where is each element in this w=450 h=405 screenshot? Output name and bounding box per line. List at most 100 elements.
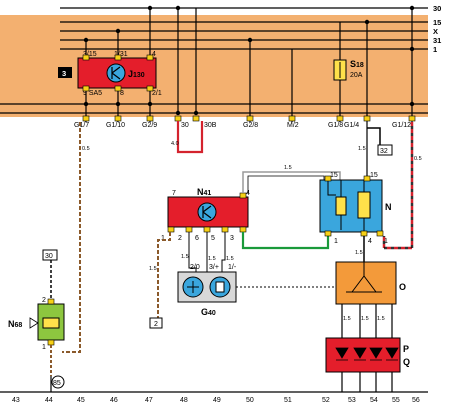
n68-pin-bottom: 1: [42, 344, 46, 351]
j130-pin-bottom-1: 9 SA5: [83, 90, 102, 97]
n41-pin-top-left: 7: [172, 190, 176, 197]
bottom-num-51: 51: [284, 397, 292, 404]
wire-gray-n41-4b: [247, 175, 325, 193]
bus-label-x: X: [433, 27, 438, 36]
bus-lines: [0, 7, 428, 114]
n-relay-inner-wires: [327, 180, 365, 232]
n41-pins-bottom: 1 2 6 5 3: [161, 235, 234, 242]
bottom-num-53: 53: [348, 397, 356, 404]
wire-brown-g1-7: [62, 122, 81, 353]
marker-85-circle: [51, 375, 65, 389]
bottom-num-54: 54: [370, 397, 378, 404]
s18-name: S18: [350, 59, 364, 69]
n41-pin-top-right: 4: [246, 190, 250, 197]
bottom-num-56: 56: [412, 397, 420, 404]
bus-label-1: 1: [433, 45, 437, 54]
bottom-num-49: 49: [213, 397, 221, 404]
marker-30-box: [42, 249, 58, 261]
marker-30: 30: [45, 253, 53, 260]
panel-verticals: [85, 8, 413, 122]
g40-pin-2: 3/+: [209, 264, 219, 271]
n-relay-pin-top-2: 15: [370, 172, 378, 179]
j130-transistor-icon: [106, 63, 126, 83]
j130-pin-top-3: 4: [152, 51, 156, 58]
wires-o-pq: [341, 304, 393, 338]
n41-pin-5: 5: [211, 235, 215, 242]
bus-label-31: 31: [433, 36, 441, 45]
panel-index-box: [58, 67, 72, 78]
marker-2-box: [149, 317, 163, 329]
connector-30b: 30B: [204, 122, 217, 129]
n41-pin-6: 6: [195, 235, 199, 242]
bottom-num-52: 52: [322, 397, 330, 404]
connector-g1-12: G1/12: [392, 122, 411, 129]
bottom-num-48: 48: [180, 397, 188, 404]
n68-name: N68: [8, 319, 22, 329]
wire-brown-n41-1: [157, 232, 171, 318]
wire-red-black-g1-12-b: [382, 122, 414, 250]
wire-label-w11: 1.5: [361, 316, 369, 322]
marker-2: 2: [154, 321, 158, 328]
wire-label-w9: 1.5: [355, 250, 363, 256]
marker-85: 85: [53, 380, 61, 387]
wire-red-30: [176, 121, 204, 154]
j130-name: J130: [128, 69, 145, 79]
n68-coil: [42, 317, 60, 329]
g40-name: G40: [201, 307, 216, 317]
wire-label-w7: 1.5: [358, 146, 366, 152]
g40-magnet: [215, 281, 225, 293]
j130-pin-squares: [82, 54, 154, 92]
panel-connector-squares: [82, 115, 416, 122]
bottom-num-46: 46: [110, 397, 118, 404]
wire-label-w8: 0.5: [414, 156, 422, 162]
n41-pin-2: 2: [178, 235, 182, 242]
j130-pin-top-2: 1/31: [114, 51, 128, 58]
relay-panel: [0, 15, 428, 117]
n68-pin-squares: [47, 298, 55, 346]
wire-g1-4: [367, 127, 381, 145]
wire-label-w5: 1.5: [226, 256, 234, 262]
g40-hall-symbol-1: [187, 281, 199, 293]
wire-gray-n41-4: [242, 171, 341, 193]
o-switch: [335, 261, 397, 305]
bus-label-30: 30: [433, 4, 441, 13]
wire-label-w12: 1.5: [377, 316, 385, 322]
connector-m2: M/2: [287, 122, 299, 129]
n41-name: N41: [197, 187, 211, 197]
j130-transistor-symbol: [111, 66, 121, 80]
bottom-num-43: 43: [12, 397, 20, 404]
o-switch-name: O: [399, 282, 406, 292]
n-relay-coil: [335, 196, 347, 216]
j130-pin-top-1: 3/15: [83, 51, 97, 58]
o-switch-contacts: [346, 262, 382, 293]
n68-valve-symbol: [29, 317, 39, 329]
n-relay-coil-2: [357, 191, 371, 219]
pq-diodes: [335, 347, 399, 361]
bottom-num-55: 55: [392, 397, 400, 404]
panel-index-label: 3: [62, 69, 66, 78]
g40-pin-3: 1/-: [228, 264, 237, 271]
connector-g1-10: G1/10: [106, 122, 125, 129]
connector-g1-7: G1/7: [74, 122, 89, 129]
wire-label-w3: 1.5: [181, 254, 189, 260]
panel-connectors: G1/7 G1/10 G2/9 30 30B G2/8 M/2 G1/8 G1/…: [74, 122, 411, 129]
wire-green-n41-n: [241, 232, 330, 250]
n-relay-pin-bottom-1: 1: [334, 238, 338, 245]
n-relay: [319, 179, 383, 233]
bottom-num-45: 45: [77, 397, 85, 404]
n-relay-pin-top-1: 15: [330, 172, 338, 179]
wire-label-w6: 1.5: [149, 266, 157, 272]
wire-label-m1-5: 1.5: [284, 165, 292, 171]
pq-name-q: Q: [403, 357, 410, 367]
connector-g1-4: G1/4: [344, 122, 359, 129]
n41-transistor-icon: [197, 202, 217, 222]
n41-transistor-symbol: [202, 205, 212, 219]
j130-pin-bottom-3: 2/1: [152, 90, 162, 97]
wire-label-w2: 4.0: [171, 141, 179, 147]
marker-32-box: [377, 144, 393, 156]
n-relay-name: N: [385, 202, 392, 212]
bottom-numbers: 43 44 45 46 47 48 49 50 51 52 53 54 55 5…: [12, 397, 420, 404]
bottom-num-47: 47: [145, 397, 153, 404]
pq-led-block: [325, 337, 401, 373]
